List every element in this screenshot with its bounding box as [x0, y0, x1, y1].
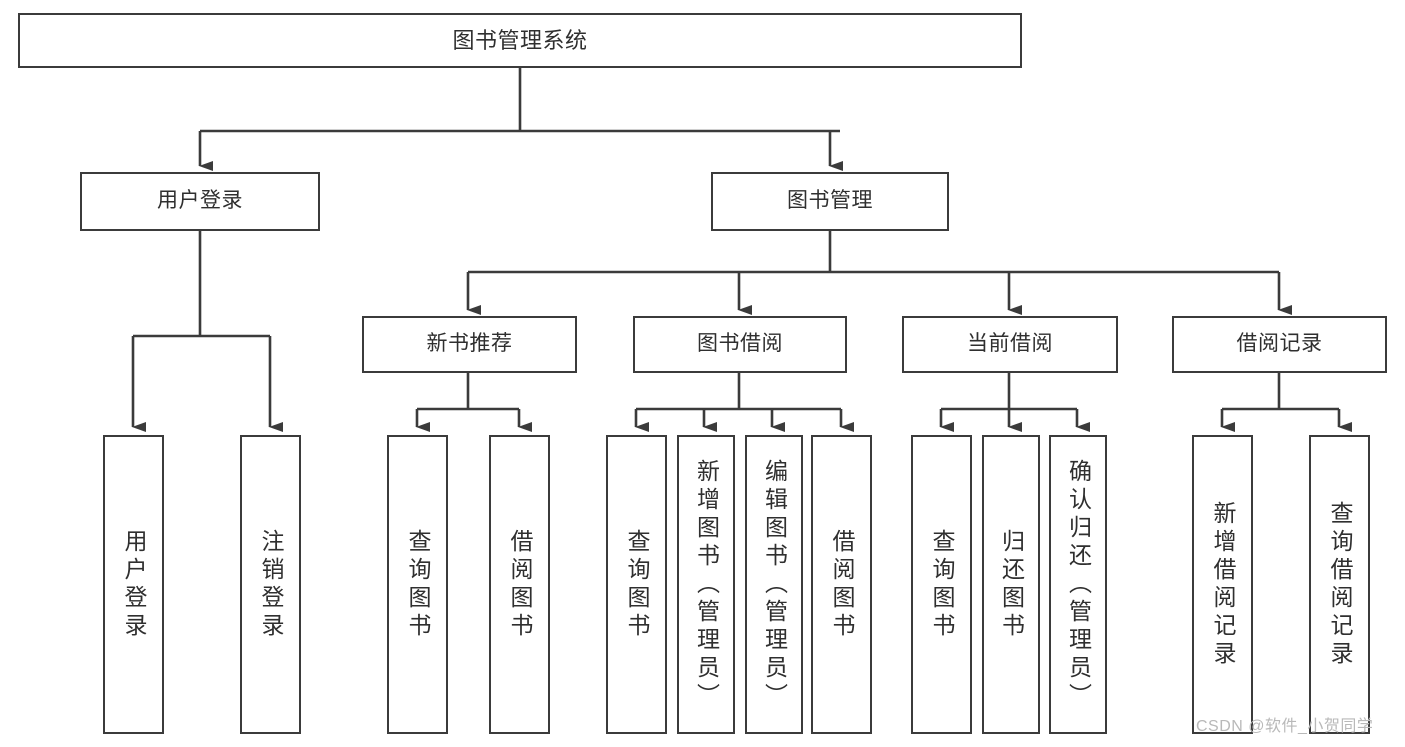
node-current-borrow[interactable]: 当前借阅 [902, 316, 1118, 373]
leaf-user-login[interactable]: 用户登录 [103, 435, 164, 734]
node-label: 借阅记录 [1236, 332, 1323, 356]
node-label: 注销登录 [258, 528, 284, 641]
node-label: 图书管理系统 [452, 27, 588, 53]
node-label: 图书借阅 [697, 332, 783, 356]
node-label: 查询图书 [929, 528, 955, 641]
node-book-management[interactable]: 图书管理 [711, 172, 949, 231]
leaf-query-book-current[interactable]: 查询图书 [911, 435, 972, 734]
leaf-query-borrow-record[interactable]: 查询借阅记录 [1309, 435, 1370, 734]
leaf-confirm-return-admin[interactable]: 确认归还（管理员） [1049, 435, 1107, 734]
leaf-query-book-recommend[interactable]: 查询图书 [387, 435, 448, 734]
node-label: 借阅图书 [829, 528, 855, 641]
node-label: 当前借阅 [967, 332, 1053, 356]
node-label: 归还图书 [998, 528, 1025, 641]
leaf-borrow-book-recommend[interactable]: 借阅图书 [489, 435, 550, 734]
csdn-watermark: CSDN @软件_小贺同学 [1196, 718, 1374, 735]
leaf-add-book-admin[interactable]: 新增图书（管理员） [677, 435, 735, 734]
node-label: 新增图书（管理员） [693, 458, 720, 711]
leaf-return-book[interactable]: 归还图书 [982, 435, 1040, 734]
node-label: 查询图书 [624, 528, 650, 641]
node-label: 新增借阅记录 [1210, 500, 1236, 669]
node-root-system[interactable]: 图书管理系统 [18, 13, 1022, 68]
node-label: 图书管理 [787, 189, 873, 213]
leaf-query-book-borrow[interactable]: 查询图书 [606, 435, 667, 734]
node-label: 用户登录 [157, 189, 243, 213]
leaf-add-borrow-record[interactable]: 新增借阅记录 [1192, 435, 1253, 734]
node-user-login[interactable]: 用户登录 [80, 172, 320, 231]
node-new-book-recommend[interactable]: 新书推荐 [362, 316, 577, 373]
leaf-edit-book-admin[interactable]: 编辑图书（管理员） [745, 435, 803, 734]
node-label: 新书推荐 [426, 332, 513, 356]
node-label: 用户登录 [121, 528, 147, 641]
node-label: 查询图书 [405, 528, 431, 641]
node-book-borrow[interactable]: 图书借阅 [633, 316, 847, 373]
node-borrow-records[interactable]: 借阅记录 [1172, 316, 1387, 373]
node-label: 借阅图书 [507, 528, 533, 641]
leaf-borrow-book[interactable]: 借阅图书 [811, 435, 872, 734]
node-label: 确认归还（管理员） [1065, 458, 1092, 711]
leaf-logout[interactable]: 注销登录 [240, 435, 301, 734]
node-label: 编辑图书（管理员） [761, 458, 788, 711]
node-label: 查询借阅记录 [1327, 500, 1353, 669]
